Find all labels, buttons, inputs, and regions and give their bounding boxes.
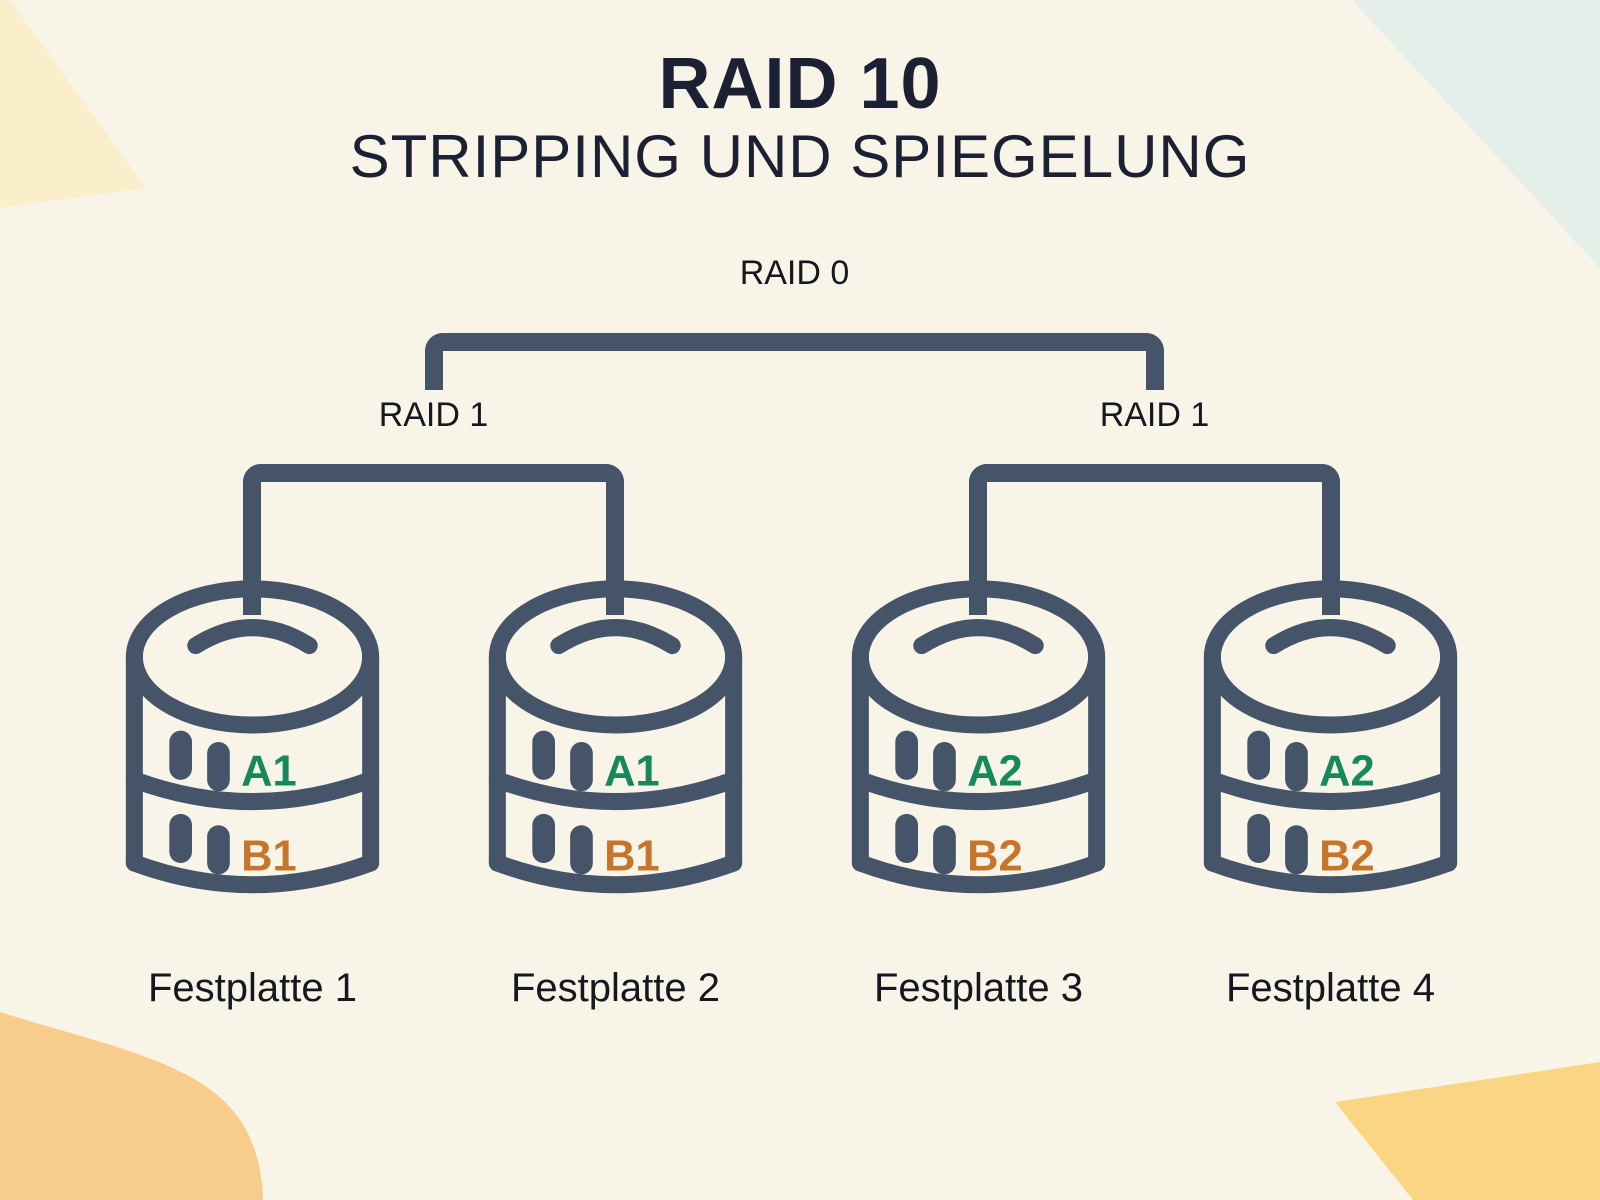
disk-group-4: A2 B2 Festplatte 4 [1198, 570, 1463, 1010]
disk-led-pills [1247, 730, 1308, 875]
corner-shape-bottom-left [0, 1012, 263, 1200]
raid1-right-connector-bracket [969, 464, 1340, 615]
disk-group-1: A1 B1 Festplatte 1 [120, 570, 385, 1010]
disk-led-pills [532, 730, 593, 875]
raid1-right-node-label: RAID 1 [1099, 396, 1210, 434]
block-label-a: A2 [967, 748, 1023, 796]
page-title: RAID 10 [658, 44, 942, 124]
block-label-a: A1 [604, 748, 660, 796]
disk-highlight-arc [187, 619, 318, 655]
disk-highlight-arc [550, 619, 681, 655]
page-subtitle: STRIPPING UND SPIEGELUNG [349, 123, 1251, 190]
block-label-a: A2 [1319, 748, 1375, 796]
disk-name-label: Festplatte 2 [510, 966, 720, 1010]
disk-highlight-arc [913, 619, 1044, 655]
disk-group-3: A2 B2 Festplatte 3 [846, 570, 1111, 1010]
raid1-left-node-label: RAID 1 [378, 396, 489, 434]
block-label-b: B1 [241, 833, 297, 881]
hard-disk-icon: A2 B2 [1203, 580, 1458, 894]
disk-name-label: Festplatte 1 [147, 966, 357, 1010]
disk-name-label: Festplatte 4 [1225, 966, 1435, 1010]
disk-led-pills [169, 730, 230, 875]
hard-disk-icon: A2 B2 [851, 580, 1106, 894]
disk-group-2: A1 B1 Festplatte 2 [483, 570, 748, 1010]
raid0-node-label: RAID 0 [739, 254, 850, 292]
hard-disk-icon: A1 B1 [488, 580, 743, 894]
corner-shape-top-right [1352, 0, 1600, 268]
corner-shape-top-left [0, 0, 146, 208]
raid1-left-connector-bracket [243, 464, 624, 615]
block-label-b: B1 [604, 833, 660, 881]
raid0-connector-bracket [425, 333, 1164, 390]
corner-shape-bottom-right [1335, 1062, 1600, 1200]
block-label-a: A1 [241, 748, 297, 796]
block-label-b: B2 [967, 833, 1023, 881]
disk-highlight-arc [1265, 619, 1396, 655]
disk-led-pills [895, 730, 956, 875]
block-label-b: B2 [1319, 833, 1375, 881]
hard-disk-icon: A1 B1 [125, 580, 380, 894]
disk-name-label: Festplatte 3 [873, 966, 1083, 1010]
